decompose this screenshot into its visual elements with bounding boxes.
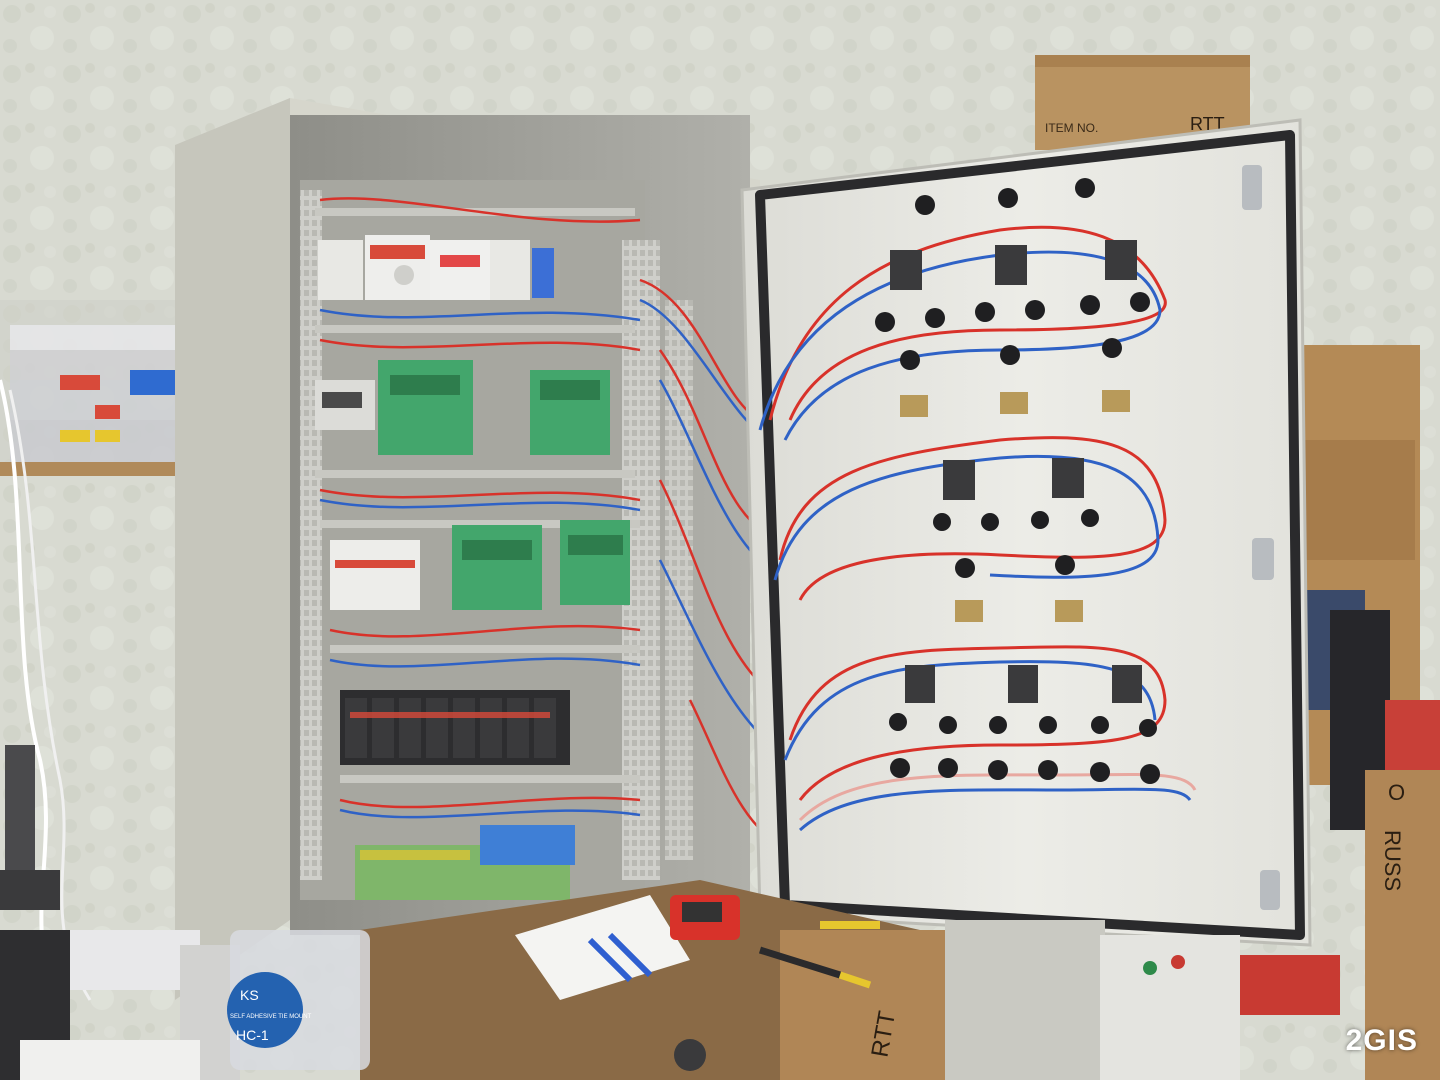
russ-label: RUSS: [1380, 830, 1405, 891]
breakers-top: [318, 235, 554, 300]
tools-and-papers: [515, 895, 880, 1071]
terminal-blocks: [355, 825, 575, 900]
ks-roll-label: SELF ADHESIVE TIE MOUNT: [230, 1014, 312, 1020]
hc-label: HC-1: [236, 1027, 269, 1043]
door-devices: [875, 178, 1160, 784]
io-modules: [315, 360, 630, 610]
cardboard-boxes-right: ITEM NO. RTT RUSS O: [1035, 55, 1440, 1080]
parts-shelf-left: [0, 300, 205, 1001]
ks-label: KS: [240, 987, 259, 1003]
cabinet-door: [740, 118, 1312, 947]
contactor-row: [340, 690, 570, 765]
watermark-2gis: 2GIS: [1345, 1024, 1418, 1057]
rtt-label-top: RTT: [1190, 114, 1225, 134]
russ-o-label: O: [1388, 780, 1405, 805]
left-bottom-clutter: KS HC-1 SELF ADHESIVE TIE MOUNT: [20, 930, 370, 1080]
workbench: RTT: [360, 880, 1340, 1080]
item-no-label: ITEM NO.: [1045, 121, 1098, 135]
